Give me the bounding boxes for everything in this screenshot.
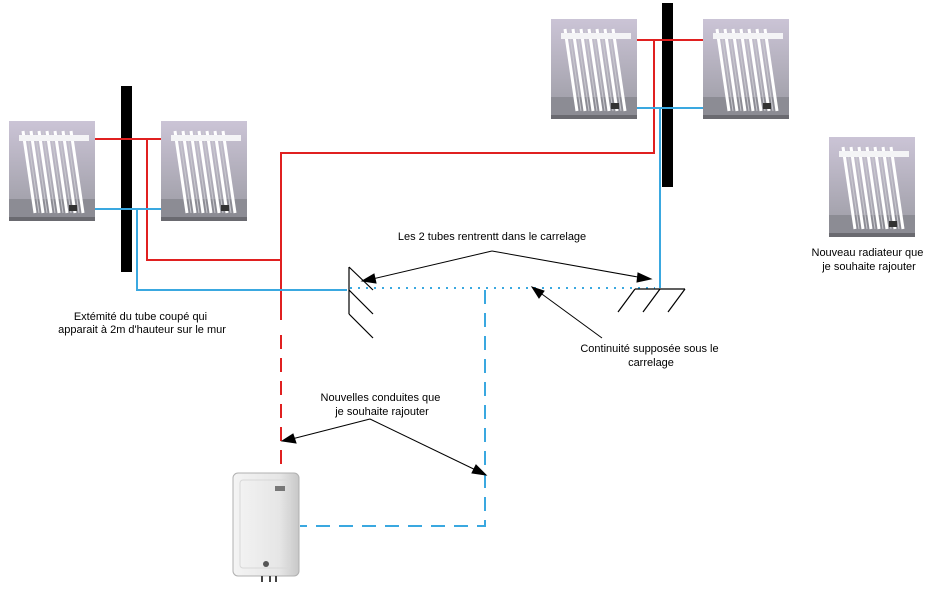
annotation-arrows bbox=[280, 250, 653, 476]
label-continuity: Continuité supposée sous le carrelage bbox=[580, 343, 721, 369]
radiator-photo-new bbox=[829, 137, 915, 237]
label-tubes-enter: Les 2 tubes rentrentt dans le carrelage bbox=[398, 231, 586, 243]
floor-hatch-right bbox=[617, 288, 686, 313]
hot-pipes bbox=[95, 39, 703, 320]
water-heater bbox=[232, 472, 300, 582]
wall-bar-left bbox=[121, 86, 132, 272]
wall-bar-right bbox=[662, 3, 673, 187]
cold-pipes bbox=[95, 107, 703, 291]
floor-hatch-left bbox=[348, 266, 374, 339]
label-cut-tube: Extémité du tube coupé qui apparait à 2m… bbox=[58, 311, 226, 336]
label-new-pipes: Nouvelles conduites que je souhaite rajo… bbox=[321, 392, 444, 418]
radiator-photo-right-1 bbox=[551, 19, 637, 119]
radiator-photo-left-2 bbox=[161, 121, 247, 221]
label-new-radiator: Nouveau radiateur que je souhaite rajout… bbox=[812, 247, 927, 273]
new-cold-pipe bbox=[300, 290, 486, 527]
radiator-photo-left-1 bbox=[9, 121, 95, 221]
radiator-photo-right-2 bbox=[703, 19, 789, 119]
